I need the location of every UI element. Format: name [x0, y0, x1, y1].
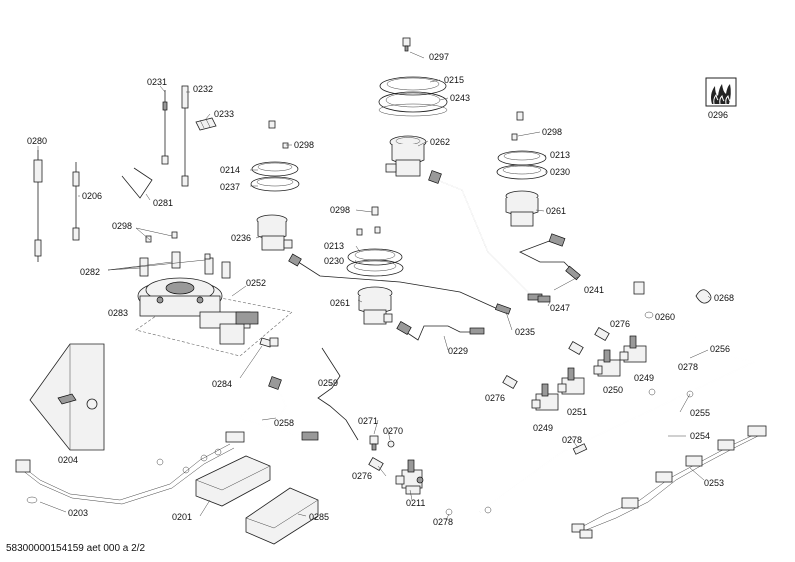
- label-0280: 0280: [27, 136, 47, 146]
- label-0203: 0203: [68, 508, 88, 518]
- label-0213-a: 0213: [324, 241, 344, 251]
- label-0236: 0236: [231, 233, 251, 243]
- leader-lines: [37, 51, 711, 521]
- label-0243: 0243: [450, 93, 470, 103]
- label-0253: 0253: [704, 478, 724, 488]
- label-0215: 0215: [444, 75, 464, 85]
- label-0254: 0254: [690, 431, 710, 441]
- label-0276-c: 0276: [352, 471, 372, 481]
- label-0256: 0256: [710, 344, 730, 354]
- label-0230-b: 0230: [550, 167, 570, 177]
- flame-icon: [705, 77, 737, 107]
- label-0261-b: 0261: [546, 206, 566, 216]
- label-0278-c: 0278: [433, 517, 453, 527]
- label-0251: 0251: [567, 407, 587, 417]
- label-0229: 0229: [448, 346, 468, 356]
- label-0211: 0211: [406, 498, 425, 508]
- ignition-harness: [571, 425, 767, 539]
- mains-box-0204: [29, 343, 105, 451]
- label-0283: 0283: [108, 308, 128, 318]
- flame-icon-label: 0296: [708, 110, 728, 120]
- label-0204: 0204: [58, 455, 78, 465]
- label-0259: 0259: [318, 378, 338, 388]
- label-0241: 0241: [584, 285, 604, 295]
- label-0249-b: 0249: [533, 423, 553, 433]
- label-0271: 0271: [358, 416, 378, 426]
- label-0262: 0262: [430, 137, 450, 147]
- ignition-probes: [33, 150, 80, 262]
- gas-rail: [445, 281, 757, 516]
- label-0268: 0268: [714, 293, 734, 303]
- label-0298-c: 0298: [330, 205, 350, 215]
- label-0281: 0281: [153, 198, 173, 208]
- gas-valve-block: [135, 231, 293, 357]
- label-0213-b: 0213: [550, 150, 570, 160]
- flex-hose: [238, 376, 319, 441]
- label-0261-a: 0261: [330, 298, 350, 308]
- label-0297: 0297: [429, 52, 449, 62]
- label-0247: 0247: [550, 303, 570, 313]
- label-0270: 0270: [383, 426, 403, 436]
- burner-small-left: [250, 120, 300, 251]
- burner-large-assembly: [378, 37, 448, 177]
- bracket-0285: [245, 487, 319, 545]
- burner-right: [496, 111, 548, 227]
- label-0278-b: 0278: [562, 435, 582, 445]
- label-0214: 0214: [220, 165, 240, 175]
- label-0201: 0201: [172, 512, 192, 522]
- label-0298-a: 0298: [294, 140, 314, 150]
- document-id: 58300000154159 aet 000 a 2/2: [6, 543, 146, 554]
- wiring-harness-0203: [15, 431, 245, 505]
- label-0230-a: 0230: [324, 256, 344, 266]
- label-0206: 0206: [82, 191, 102, 201]
- label-0233: 0233: [214, 109, 234, 119]
- label-0237: 0237: [220, 182, 240, 192]
- label-0249-a: 0249: [634, 373, 654, 383]
- label-0260: 0260: [655, 312, 675, 322]
- label-0285: 0285: [309, 512, 329, 522]
- bracket-0201: [195, 455, 271, 507]
- label-0284: 0284: [212, 379, 232, 389]
- burner-center: [346, 206, 404, 325]
- label-0298-b: 0298: [112, 221, 132, 231]
- label-0276-b: 0276: [485, 393, 505, 403]
- label-0235: 0235: [515, 327, 535, 337]
- label-0231: 0231: [147, 77, 167, 87]
- label-0232: 0232: [193, 84, 213, 94]
- label-0278-a: 0278: [678, 362, 698, 372]
- valves-cluster: [502, 326, 647, 411]
- label-0298-d: 0298: [542, 127, 562, 137]
- label-0282: 0282: [80, 267, 100, 277]
- thermocouple-rods: [161, 85, 217, 187]
- valve-0211: [395, 459, 424, 495]
- label-0258: 0258: [274, 418, 294, 428]
- label-0250: 0250: [603, 385, 623, 395]
- label-0255: 0255: [690, 408, 710, 418]
- label-0252: 0252: [246, 278, 266, 288]
- label-0276-a: 0276: [610, 319, 630, 329]
